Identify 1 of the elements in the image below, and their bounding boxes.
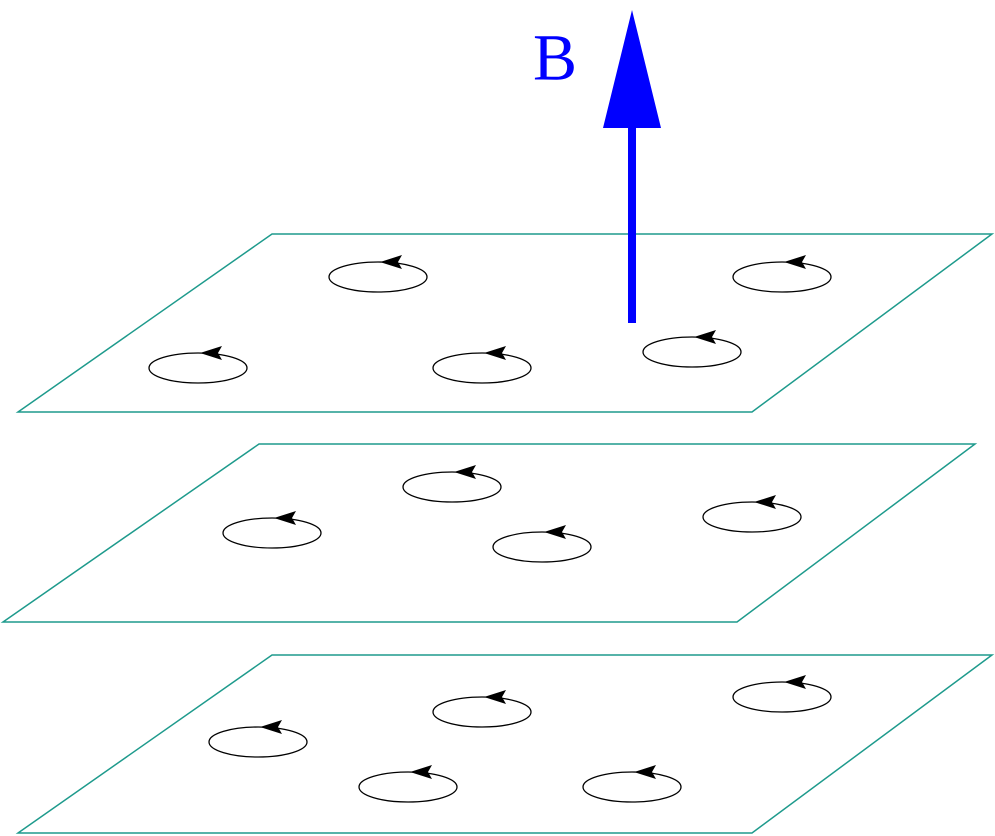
field-label: B — [534, 36, 574, 80]
